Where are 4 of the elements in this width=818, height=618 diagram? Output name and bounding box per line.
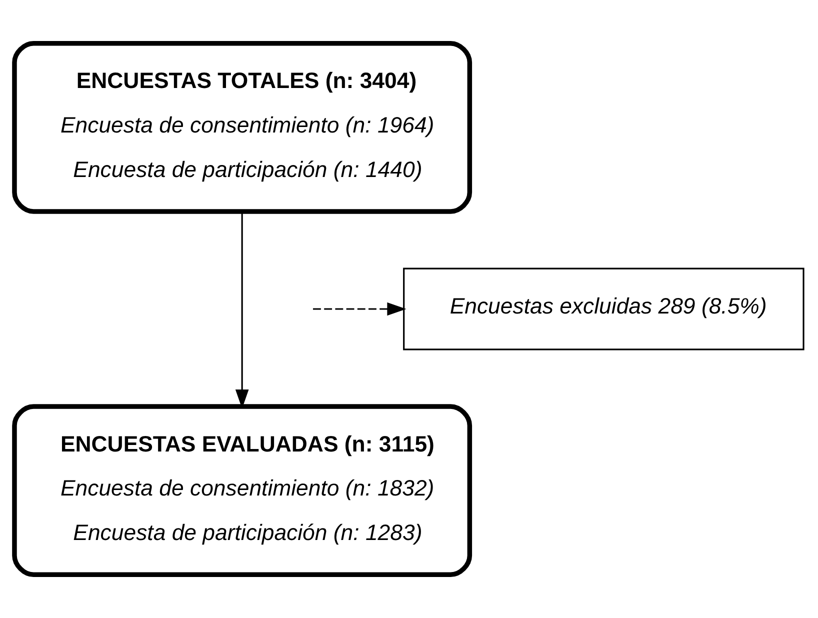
node-box: Encuestas excluidas 289 (8.5%) [403, 268, 804, 350]
arrow [313, 302, 406, 316]
node-box: ENCUESTAS EVALUADAS (n: 3115) Encuesta de consentimiento (n: 1832) Encuesta de participación (n: 1283) [12, 404, 472, 578]
node-box: ENCUESTAS TOTALES (n: 3404) Encuesta de consentimiento (n: 1964) Encuesta de participación (n: 1440) [12, 40, 472, 214]
